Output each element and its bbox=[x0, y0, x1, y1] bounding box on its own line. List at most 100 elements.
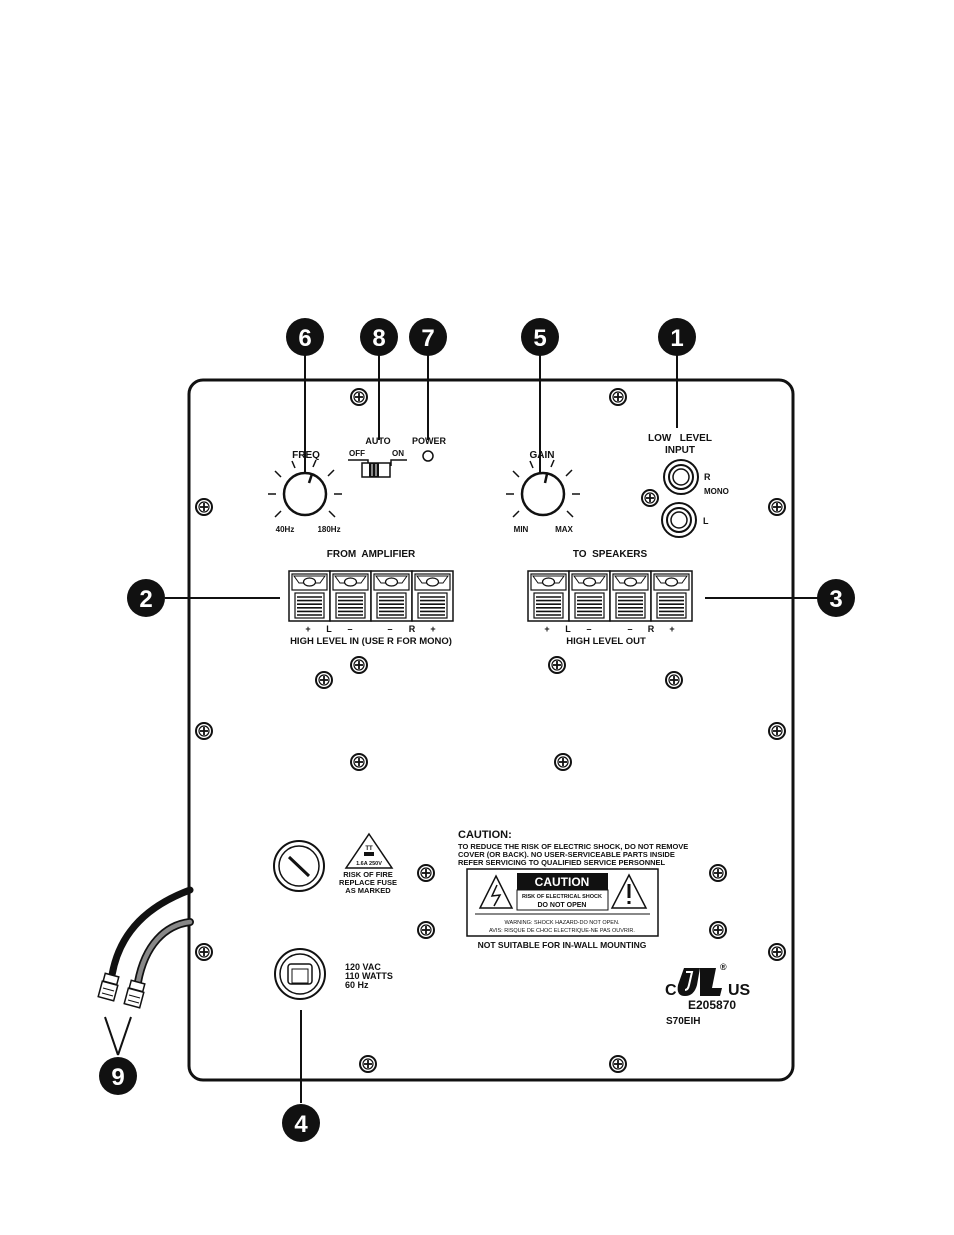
binding-post[interactable] bbox=[609, 570, 652, 622]
high-level-in-caption: HIGH LEVEL IN (USE R FOR MONO) bbox=[290, 636, 452, 647]
binding-post[interactable] bbox=[370, 570, 413, 622]
freq-min-label: 40Hz bbox=[276, 525, 295, 534]
to-term-label: – bbox=[586, 624, 591, 634]
freq-knob[interactable] bbox=[268, 459, 342, 518]
screw-icon bbox=[554, 753, 572, 771]
low-level-label: LOW LEVEL bbox=[648, 433, 712, 444]
callout-5-number: 5 bbox=[533, 325, 546, 352]
wire-connector-right bbox=[123, 979, 146, 1009]
fuse-warning-symbol: TT 1.6A 250V bbox=[344, 832, 394, 869]
callout-4: 4 bbox=[282, 1104, 320, 1142]
fuse-warning-line2: REPLACE FUSE bbox=[339, 878, 397, 887]
from-term-label: L bbox=[326, 624, 332, 634]
to-term-label: + bbox=[669, 624, 674, 634]
rca-r-label: R bbox=[704, 472, 711, 482]
gain-knob[interactable] bbox=[506, 459, 580, 518]
screw-icon bbox=[665, 671, 683, 689]
caution-box-warn1: WARNING: SHOCK HAZARD-DO NOT OPEN. bbox=[505, 920, 620, 926]
speaker-wires bbox=[108, 886, 194, 986]
screws bbox=[195, 388, 786, 1073]
callout-7-number: 7 bbox=[421, 325, 434, 352]
from-term-label: + bbox=[305, 624, 310, 634]
caution-line1: TO REDUCE THE RISK OF ELECTRIC SHOCK, DO… bbox=[458, 842, 688, 851]
cert-registered: ® bbox=[720, 962, 727, 972]
binding-post[interactable] bbox=[329, 570, 372, 622]
caution-box-sub2: DO NOT OPEN bbox=[537, 902, 586, 909]
callout-9-number: 9 bbox=[111, 1064, 124, 1091]
wire-connector-left bbox=[97, 972, 120, 1002]
cert-file-number: E205870 bbox=[688, 998, 736, 1012]
rca-jack-l[interactable] bbox=[661, 502, 697, 538]
callout-8-number: 8 bbox=[372, 325, 385, 352]
screw-icon bbox=[315, 671, 333, 689]
cert-c-letter: C bbox=[665, 982, 677, 999]
from-term-label: – bbox=[347, 624, 352, 634]
to-term-label: L bbox=[565, 624, 571, 634]
from-term-label: – bbox=[387, 624, 392, 634]
power-inlet[interactable] bbox=[274, 948, 326, 1000]
fuse-rating-label: 1.6A 250V bbox=[356, 861, 382, 867]
callout-5: 5 bbox=[521, 318, 559, 356]
callout-8: 8 bbox=[360, 318, 398, 356]
power-led bbox=[422, 450, 434, 462]
callout-9: 9 bbox=[99, 1057, 137, 1095]
from-amplifier-terminal-block[interactable] bbox=[288, 570, 454, 622]
to-speakers-terminal-block[interactable] bbox=[527, 570, 693, 622]
binding-post[interactable] bbox=[288, 570, 331, 622]
auto-on-label: ON bbox=[392, 449, 404, 458]
screw-icon bbox=[350, 656, 368, 674]
fuse-warning-line1: RISK OF FIRE bbox=[343, 870, 393, 879]
screw-icon bbox=[641, 489, 659, 507]
callout-6-number: 6 bbox=[298, 325, 311, 352]
from-amplifier-terminal-labels: + L – – R + bbox=[305, 624, 435, 634]
binding-post[interactable] bbox=[527, 570, 570, 622]
callout-1: 1 bbox=[658, 318, 696, 356]
callout-leaders bbox=[104, 352, 818, 1103]
rca-jack-r[interactable] bbox=[663, 459, 699, 495]
to-term-label: R bbox=[648, 624, 655, 634]
gain-min-label: MIN bbox=[514, 525, 529, 534]
caution-line3: REFER SERVICING TO QUALIFIED SERVICE PER… bbox=[458, 858, 666, 867]
freq-max-label: 180Hz bbox=[317, 525, 340, 534]
screw-icon bbox=[195, 498, 213, 516]
ul-cert-logo: C US ® bbox=[665, 962, 751, 999]
model-number: S70EIH bbox=[666, 1016, 700, 1027]
from-term-label: R bbox=[409, 624, 416, 634]
screw-icon bbox=[548, 656, 566, 674]
from-amplifier-title: FROM AMPLIFIER bbox=[327, 549, 416, 560]
binding-post[interactable] bbox=[568, 570, 611, 622]
screw-icon bbox=[195, 722, 213, 740]
callout-2-number: 2 bbox=[139, 586, 152, 613]
binding-post[interactable] bbox=[650, 570, 693, 622]
auto-switch[interactable] bbox=[361, 462, 391, 478]
callout-3: 3 bbox=[817, 579, 855, 617]
low-level-input-label: INPUT bbox=[665, 445, 695, 456]
from-term-label: + bbox=[430, 624, 435, 634]
to-speakers-title: TO SPEAKERS bbox=[573, 549, 648, 560]
auto-label: AUTO bbox=[365, 436, 390, 446]
screw-icon bbox=[709, 864, 727, 882]
fuse-holder[interactable] bbox=[273, 840, 325, 892]
screw-icon bbox=[417, 864, 435, 882]
screw-icon bbox=[195, 943, 213, 961]
callout-1-number: 1 bbox=[670, 325, 683, 352]
screw-icon bbox=[350, 388, 368, 406]
gain-max-label: MAX bbox=[555, 525, 573, 534]
callout-4-number: 4 bbox=[294, 1111, 308, 1138]
screw-icon bbox=[359, 1055, 377, 1073]
power-inlet-voltage: 120 VAC bbox=[345, 962, 381, 972]
callout-2: 2 bbox=[127, 579, 165, 617]
screw-icon bbox=[417, 921, 435, 939]
binding-post[interactable] bbox=[411, 570, 454, 622]
to-term-label: + bbox=[544, 624, 549, 634]
power-inlet-watts: 110 WATTS bbox=[345, 971, 393, 981]
to-term-label: – bbox=[627, 624, 632, 634]
auto-off-label: OFF bbox=[349, 449, 365, 458]
freq-label: FREQ bbox=[292, 450, 320, 461]
screw-icon bbox=[350, 753, 368, 771]
caution-box-warn2: AVIS: RISQUE DE CHOC ELECTRIQUE-NE PAS O… bbox=[489, 928, 635, 934]
screw-icon bbox=[768, 943, 786, 961]
gain-label: GAIN bbox=[530, 450, 555, 461]
fuse-tt-label: TT bbox=[365, 846, 373, 852]
rca-mono-label: MONO bbox=[704, 487, 729, 496]
